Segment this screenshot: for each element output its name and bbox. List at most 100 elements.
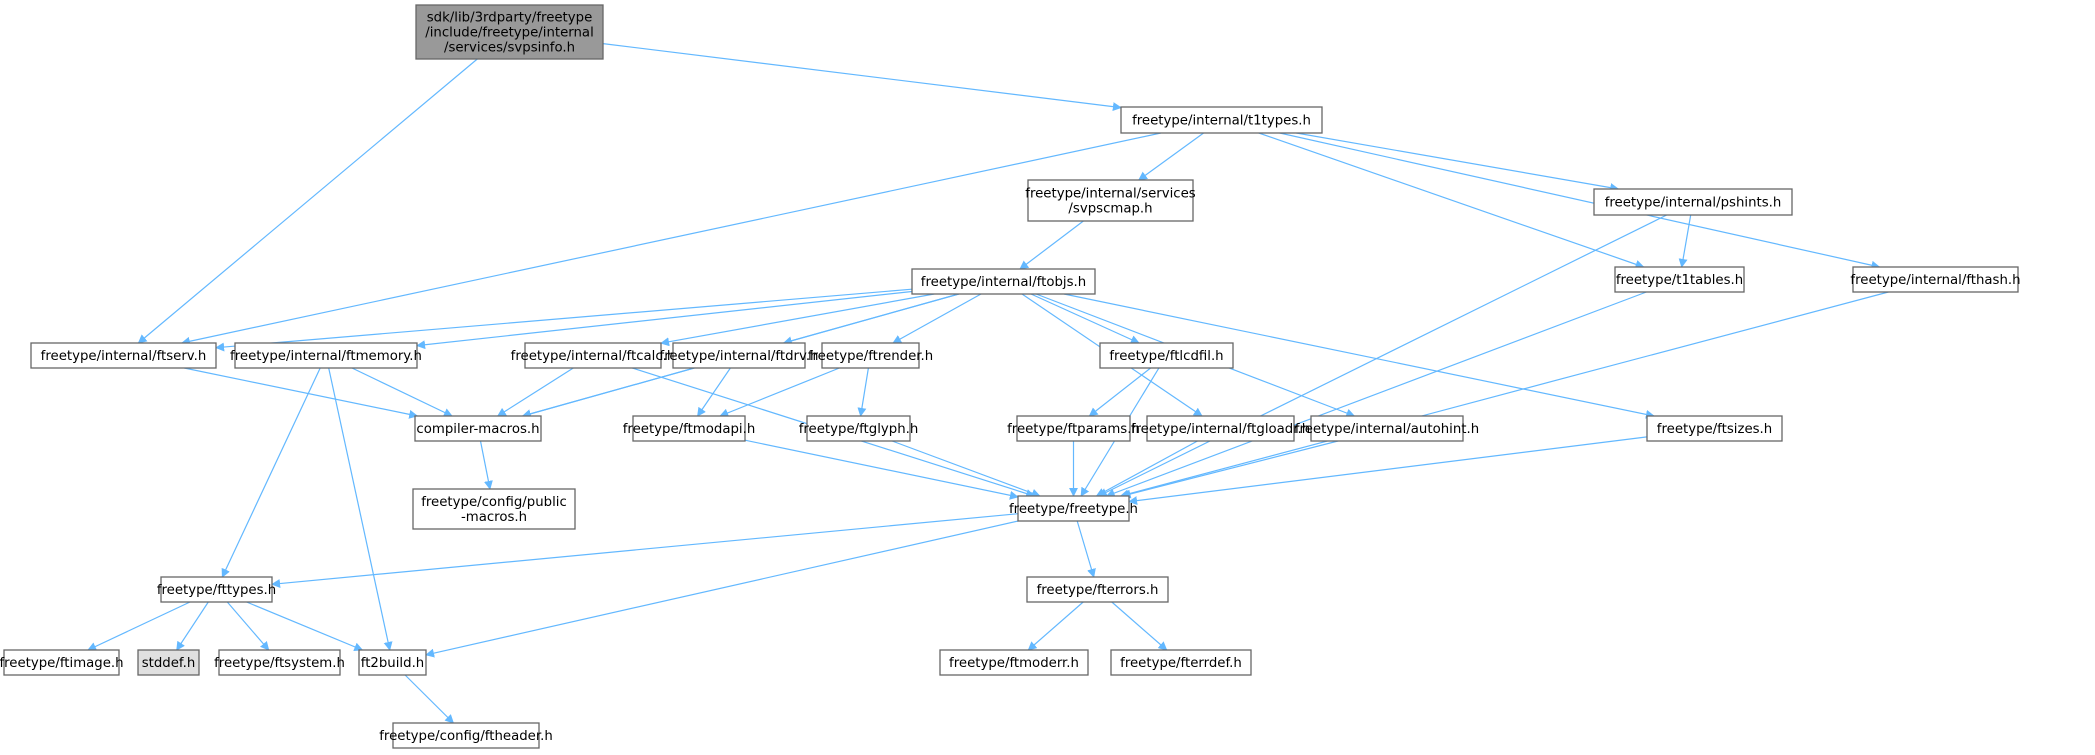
- edge-line: [226, 601, 270, 651]
- edge-ftobjs-to-ftserv: [215, 288, 913, 352]
- node-label: freetype/fttypes.h: [157, 583, 276, 598]
- node-label: freetype/internal/ftserv.h: [41, 349, 207, 364]
- edge-line: [184, 367, 419, 419]
- node-ftobjs[interactable]: freetype/internal/ftobjs.h: [911, 268, 1096, 295]
- edge-line: [1678, 214, 1692, 268]
- edge-ftlcdfil-to-ftparams: [1088, 367, 1151, 417]
- node-ftsystem[interactable]: freetype/ftsystem.h: [214, 649, 345, 676]
- node-box: [1593, 188, 1793, 216]
- node-label: freetype/ftrender.h: [808, 349, 933, 364]
- node-label: -macros.h: [461, 510, 527, 525]
- node-ftlcdfil[interactable]: freetype/ftlcdfil.h: [1099, 342, 1234, 369]
- node-box: [672, 342, 806, 369]
- node-svpsinfo: sdk/lib/3rdparty/freetype/include/freety…: [415, 4, 604, 60]
- edge-fttypes-to-ft2build: [246, 601, 364, 652]
- node-ftdrv[interactable]: freetype/internal/ftdrv.h: [660, 342, 819, 369]
- node-ftcalc[interactable]: freetype/internal/ftcalc.h: [511, 342, 676, 369]
- edge-line: [602, 43, 1122, 112]
- node-ftsizes[interactable]: freetype/ftsizes.h: [1646, 415, 1783, 442]
- edge-ftobjs-to-ftrender: [892, 293, 982, 344]
- node-label: freetype/internal/pshints.h: [1605, 196, 1782, 211]
- node-ftgloadr[interactable]: freetype/internal/ftgloadr.h: [1131, 415, 1310, 442]
- node-ftmodapi[interactable]: freetype/ftmodapi.h: [623, 415, 756, 442]
- edge-t1types-to-fthash: [1279, 132, 1881, 270]
- node-stddef[interactable]: stddef.h: [137, 649, 200, 676]
- edge-line: [1121, 440, 1339, 499]
- node-label: /svpscmap.h: [1068, 202, 1152, 217]
- node-box: [137, 649, 200, 676]
- edge-line: [1279, 132, 1881, 270]
- node-svpscmap[interactable]: freetype/internal/services/svpscmap.h: [1025, 179, 1196, 222]
- node-fterrdef[interactable]: freetype/fterrdef.h: [1110, 649, 1252, 676]
- node-fttypes[interactable]: freetype/fttypes.h: [157, 576, 276, 603]
- node-ftserv[interactable]: freetype/internal/ftserv.h: [30, 342, 217, 369]
- node-label: freetype/config/public: [421, 495, 567, 510]
- node-ftmoderr[interactable]: freetype/ftmoderr.h: [939, 649, 1089, 676]
- node-box: [1146, 415, 1295, 442]
- edge-line: [891, 440, 1041, 498]
- node-box: [632, 415, 746, 442]
- edge-autohint-to-freetype: [1121, 440, 1339, 499]
- node-label: freetype/internal/services: [1025, 187, 1196, 202]
- node-freetype[interactable]: freetype/freetype.h: [1009, 495, 1138, 522]
- edge-ftobjs-to-ftlcdfil: [1030, 293, 1140, 344]
- edge-line: [1138, 132, 1204, 181]
- node-box: [1646, 415, 1783, 442]
- edge-line: [719, 367, 840, 418]
- node-label: freetype/internal/fthash.h: [1850, 273, 2020, 288]
- node-label: freetype/ftimage.h: [0, 656, 124, 671]
- node-box: [1027, 179, 1194, 222]
- node-ftrender[interactable]: freetype/ftrender.h: [808, 342, 933, 369]
- edge-line: [221, 367, 321, 578]
- node-label: freetype/ftparams.h: [1007, 422, 1140, 437]
- node-box: [234, 342, 418, 369]
- edge-fttypes-to-ftimage: [87, 601, 191, 651]
- node-ft2build[interactable]: ft2build.h: [358, 649, 427, 676]
- node-t1types[interactable]: freetype/internal/t1types.h: [1120, 106, 1323, 134]
- node-compiler[interactable]: compiler-macros.h: [414, 415, 542, 442]
- edge-ftcalc-to-compiler: [496, 367, 574, 417]
- node-t1tables[interactable]: freetype/t1tables.h: [1614, 266, 1745, 293]
- node-box: [911, 268, 1096, 295]
- node-box: [821, 342, 920, 369]
- node-label: freetype/fterrors.h: [1037, 583, 1159, 598]
- edge-line: [246, 601, 364, 652]
- node-ftglyph[interactable]: freetype/ftglyph.h: [799, 415, 919, 442]
- node-pshints[interactable]: freetype/internal/pshints.h: [1593, 188, 1793, 216]
- node-label: ft2build.h: [361, 656, 424, 671]
- node-fterrors[interactable]: freetype/fterrors.h: [1026, 576, 1169, 603]
- node-label: stddef.h: [142, 656, 196, 671]
- node-label: freetype/ftsizes.h: [1657, 422, 1772, 437]
- node-ftparams[interactable]: freetype/ftparams.h: [1007, 415, 1140, 442]
- edge-fterrors-to-fterrdef: [1111, 601, 1168, 651]
- edge-ftrender-to-ftmodapi: [719, 367, 840, 418]
- edge-ftmemory-to-compiler: [351, 367, 453, 417]
- node-label: freetype/ftglyph.h: [799, 422, 919, 437]
- node-label: freetype/ftmoderr.h: [949, 656, 1079, 671]
- node-ftheader[interactable]: freetype/config/ftheader.h: [379, 722, 553, 749]
- edge-line: [744, 439, 1019, 500]
- node-fthash[interactable]: freetype/internal/fthash.h: [1850, 266, 2021, 293]
- node-box: [415, 4, 604, 60]
- node-box: [30, 342, 217, 369]
- edge-line: [1296, 132, 1620, 193]
- node-box: [939, 649, 1089, 676]
- edge-ftglyph-to-freetype: [891, 440, 1041, 498]
- node-ftmemory[interactable]: freetype/internal/ftmemory.h: [230, 342, 422, 369]
- edge-line: [1258, 132, 1645, 269]
- edge-line: [521, 367, 695, 419]
- edge-line: [660, 293, 935, 347]
- node-autohint[interactable]: freetype/internal/autohint.h: [1295, 415, 1479, 442]
- edge-line: [1128, 436, 1648, 506]
- edge-line: [1119, 291, 1889, 499]
- node-pubmacros[interactable]: freetype/config/public-macros.h: [412, 488, 576, 530]
- node-box: [1310, 415, 1464, 442]
- edge-line: [857, 367, 869, 417]
- edge-line: [496, 367, 574, 417]
- edge-line: [697, 367, 731, 417]
- node-ftimage[interactable]: freetype/ftimage.h: [0, 649, 124, 676]
- node-box: [3, 649, 120, 676]
- edge-svpsinfo-to-ftserv: [137, 58, 478, 344]
- edge-ftmodapi-to-freetype: [744, 439, 1019, 500]
